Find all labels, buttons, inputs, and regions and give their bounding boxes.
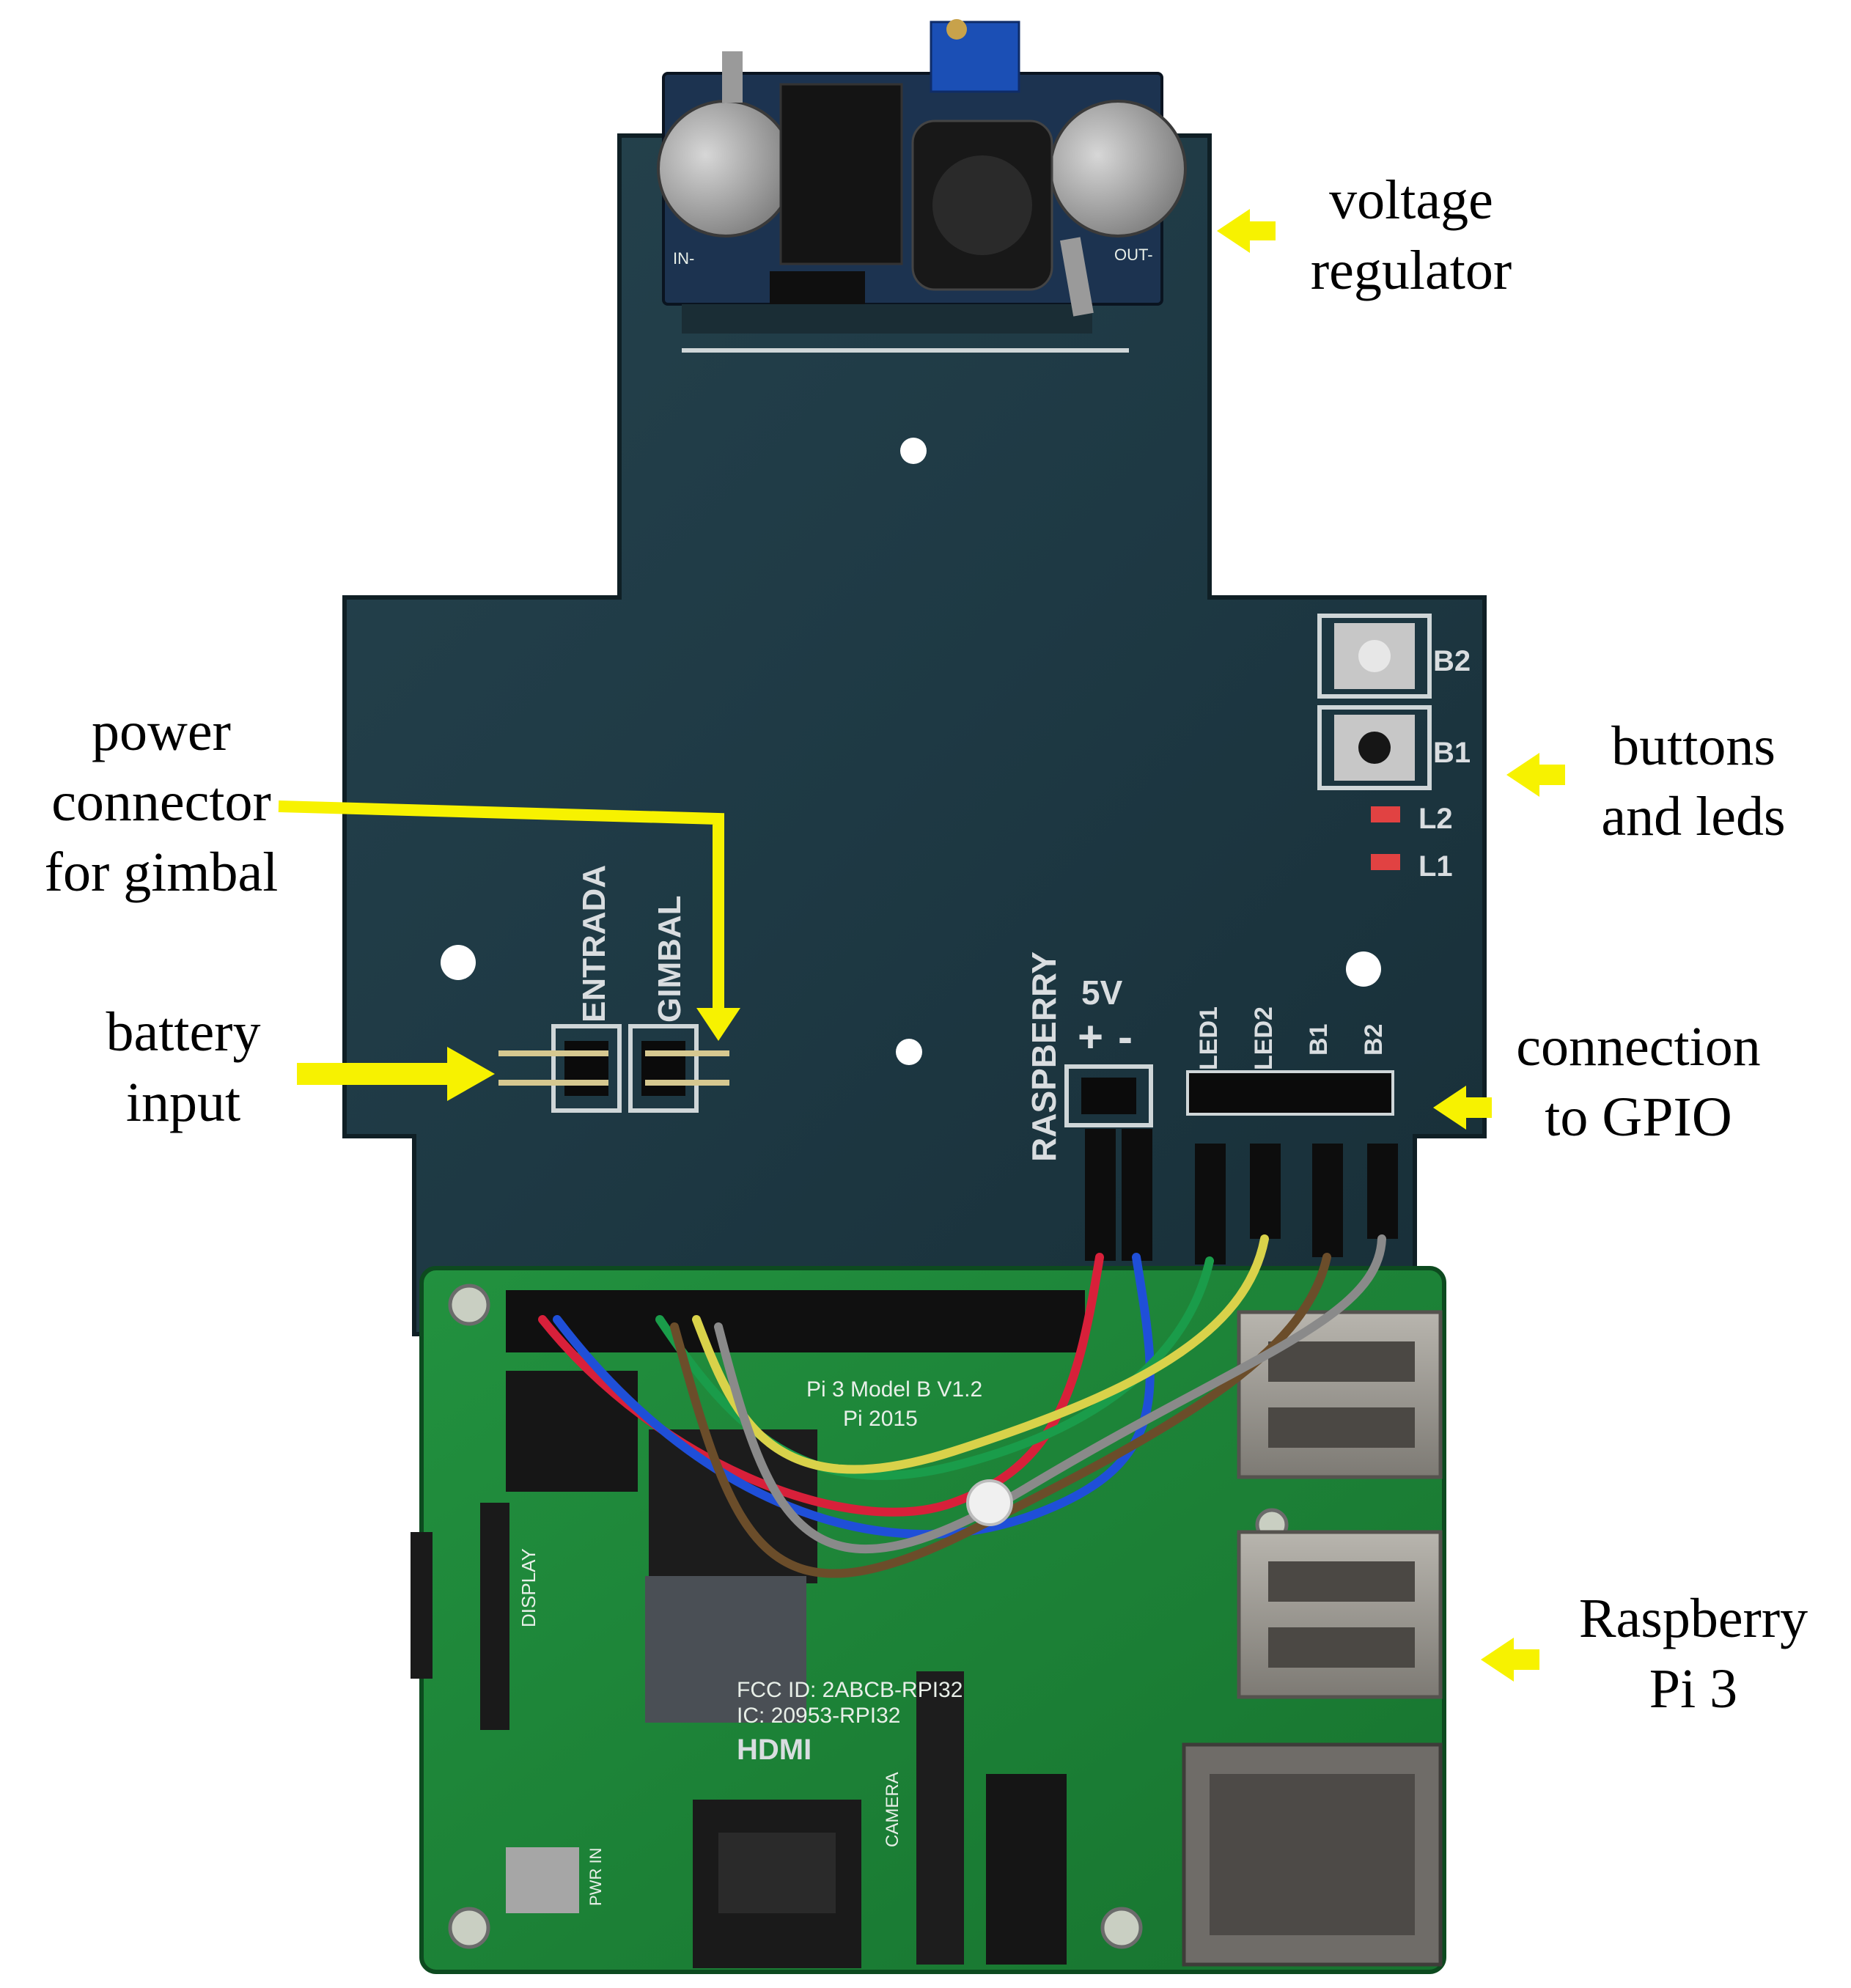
annotation-arrows	[278, 209, 1565, 1682]
arrow-gpio	[1433, 1086, 1492, 1130]
label-voltage-regulator: voltage regulator	[1310, 169, 1512, 301]
mount-hole	[896, 1039, 922, 1065]
in-minus-label: IN-	[673, 249, 694, 268]
micro-usb-power	[506, 1847, 579, 1913]
audio-jack	[986, 1774, 1067, 1965]
arrow-battery-input	[297, 1047, 495, 1101]
raspberry-pi-board: Pi 3 Model B V1.2 Pi 2015 FCC ID: 2ABCB-…	[411, 1266, 1446, 1974]
display-label: DISPLAY	[518, 1548, 540, 1627]
gimbal-label: GIMBAL	[652, 895, 688, 1023]
capacitor	[657, 100, 795, 238]
arrow-buttons-leds	[1506, 753, 1565, 797]
camera-label: CAMERA	[883, 1772, 902, 1847]
raspberry-label: RASPBERRY	[1025, 951, 1063, 1162]
mount-hole	[441, 945, 476, 980]
label-battery-input: battery input	[106, 1001, 261, 1133]
out-minus-label: OUT-	[1114, 246, 1153, 264]
cable-tie	[966, 1479, 1013, 1526]
rpi-model-label: Pi 3 Model B V1.2	[806, 1377, 982, 1402]
rpi-gpio-header	[506, 1290, 1085, 1352]
raspberry-5v-header: RASPBERRY 5V + -	[1025, 951, 1153, 1162]
dupont-connector	[1085, 1129, 1116, 1261]
dupont-connector	[1250, 1144, 1281, 1239]
usb-port	[1237, 1530, 1443, 1699]
l1-label: L1	[1418, 850, 1453, 883]
fcc-label: FCC ID: 2ABCB-RPI32	[737, 1678, 963, 1702]
gpio-header: LED1 LED2 B1 B2	[1085, 1006, 1398, 1264]
arrow-raspberry-pi	[1481, 1638, 1539, 1682]
usb-port	[1237, 1310, 1443, 1479]
dupont-connector	[1367, 1144, 1398, 1239]
capacitor	[1049, 100, 1187, 238]
regulator-chip	[779, 83, 903, 265]
b1-header-label: B1	[1305, 1024, 1333, 1056]
led1-label: LED1	[1195, 1006, 1223, 1070]
gimbal-header	[641, 1041, 685, 1096]
display-connector	[480, 1503, 509, 1730]
power-headers: ENTRADA GIMBAL	[498, 865, 729, 1113]
dupont-connector	[1195, 1144, 1226, 1264]
hdmi-label: HDMI	[737, 1734, 812, 1766]
label-buttons-leds: buttons and leds	[1601, 715, 1786, 847]
rpi-year-label: Pi 2015	[843, 1407, 918, 1431]
heat-area	[645, 1576, 806, 1723]
camera-connector	[916, 1671, 964, 1965]
voltage-regulator-module: IN- OUT-	[657, 19, 1187, 353]
l2-label: L2	[1418, 803, 1453, 835]
led2-label: LED2	[1250, 1006, 1278, 1070]
led-l1	[1371, 854, 1400, 870]
mount-hole	[900, 438, 927, 464]
mount-hole	[1346, 951, 1381, 987]
wires	[538, 1234, 1386, 1578]
plus-label: +	[1078, 1012, 1103, 1061]
entrada-label: ENTRADA	[576, 865, 612, 1023]
arrow-power-connector	[278, 800, 740, 1041]
entrada-header	[564, 1041, 608, 1096]
dupont-connector	[1312, 1144, 1343, 1257]
screw	[1060, 237, 1094, 317]
label-connection-gpio: connection to GPIO	[1516, 1016, 1761, 1148]
label-raspberry-pi: Raspberry Pi 3	[1578, 1588, 1808, 1720]
b2-header-label: B2	[1360, 1024, 1388, 1056]
dupont-connector	[1122, 1129, 1152, 1261]
buttons-leds-area: B2 B1 L2 L1	[1317, 614, 1471, 883]
b2-button-label: B2	[1433, 645, 1471, 677]
b1-button-label: B1	[1433, 737, 1471, 769]
led-l2	[1371, 806, 1400, 822]
minus-label: -	[1118, 1012, 1133, 1061]
ic-label: IC: 20953-RPI32	[737, 1704, 900, 1728]
arrow-voltage-regulator	[1217, 209, 1276, 253]
screw	[722, 51, 743, 103]
label-power-connector: power connector for gimbal	[44, 701, 279, 903]
trimpot	[930, 21, 1020, 93]
five-v-label: 5V	[1081, 973, 1123, 1012]
pwr-in-label: PWR IN	[586, 1848, 605, 1906]
